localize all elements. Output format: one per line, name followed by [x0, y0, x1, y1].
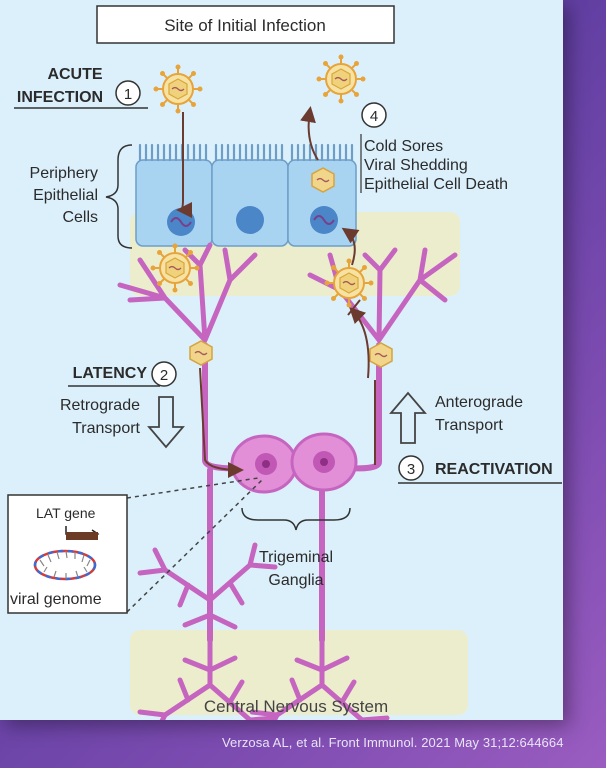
diagram-title: Site of Initial Infection — [164, 16, 326, 35]
retrograde-line2: Transport — [72, 420, 140, 437]
step2-number: 2 — [160, 367, 168, 384]
step4-badge — [361, 102, 387, 128]
step4-number: 4 — [370, 108, 378, 125]
ganglia-brace — [241, 507, 351, 531]
periphery-line2: Epithelial — [33, 187, 98, 204]
step1-label-line2: INFECTION — [17, 89, 103, 106]
symptom-1: Cold Sores — [364, 138, 443, 155]
step2-label: LATENCY — [73, 365, 148, 382]
step1-label-line1: ACUTE — [47, 66, 102, 83]
step3-number: 3 — [407, 461, 415, 478]
virion-icon — [152, 63, 204, 115]
slide: Site of Initial Infection — [0, 0, 563, 720]
virion-icon — [315, 53, 367, 105]
latency-inset: LAT gene viral genome — [7, 477, 263, 614]
title-box — [96, 5, 395, 44]
ganglia-line2: Ganglia — [268, 572, 323, 589]
transport-arrows — [176, 106, 376, 478]
trigeminal-ganglia — [230, 432, 358, 494]
step3-label: REACTIVATION — [435, 461, 553, 478]
periphery-brace — [105, 144, 133, 249]
capsid-icon — [189, 340, 213, 366]
hsv-infection-diagram: Site of Initial Infection — [7, 5, 562, 720]
anterograde-line1: Anterograde — [435, 394, 523, 411]
step2-badge — [151, 361, 177, 387]
citation: Verzosa AL, et al. Front Immunol. 2021 M… — [222, 735, 564, 750]
virion-icon — [323, 257, 375, 309]
periphery-line1: Periphery — [30, 165, 98, 182]
symptom-3: Epithelial Cell Death — [364, 176, 508, 193]
ganglia-line1: Trigeminal — [259, 549, 333, 566]
cns-zone — [130, 630, 468, 715]
anterograde-arrow-icon — [389, 391, 427, 444]
epithelial-cells — [135, 143, 357, 247]
step3-badge — [398, 455, 424, 481]
viral-genome-label: viral genome — [10, 591, 102, 608]
periphery-line3: Cells — [62, 209, 98, 226]
retrograde-arrow-icon — [147, 396, 185, 449]
step1-badge — [115, 80, 141, 106]
retrograde-line1: Retrograde — [60, 397, 140, 414]
lat-gene-label: LAT gene — [36, 505, 96, 521]
anterograde-line2: Transport — [435, 417, 503, 434]
cns-label: Central Nervous System — [204, 697, 388, 716]
capsid-icon — [369, 342, 393, 368]
lat-gene-bar — [66, 532, 98, 540]
step1-number: 1 — [124, 86, 132, 103]
virion-icon — [149, 242, 201, 294]
symptom-2: Viral Shedding — [364, 157, 468, 174]
